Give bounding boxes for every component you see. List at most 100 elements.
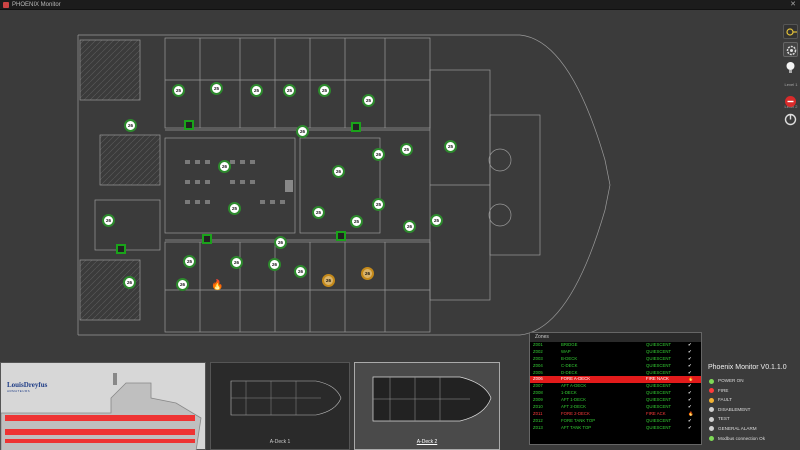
legend-label: FAULT [718, 397, 732, 403]
lightbulb-icon[interactable] [783, 60, 798, 75]
manual-call-point[interactable] [336, 231, 346, 241]
legend-label: TEST [718, 416, 730, 422]
detector-marker[interactable]: 26 [230, 256, 243, 269]
power-icon[interactable] [783, 112, 798, 127]
status-dot-icon [709, 388, 714, 394]
deck-plan[interactable]: 25 25 25 25 25 25 26 26 26 26 26 25 25 2… [0, 10, 780, 358]
detector-marker[interactable]: 25 [183, 255, 196, 268]
zone-name: AFT 1-DECK [561, 397, 586, 403]
detector-marker[interactable]: 25 [318, 84, 331, 97]
zone-name: WAP [561, 348, 571, 354]
legend-item: FAULT [704, 395, 800, 405]
zone-state: QUIESCENT [646, 362, 672, 368]
thumbnail-label: A-Deck 1 [269, 439, 291, 445]
detector-marker[interactable]: 25 [312, 206, 325, 219]
zone-state: QUIESCENT [646, 383, 672, 389]
detector-marker[interactable]: 26 [403, 220, 416, 233]
ship-profile-panel: LouisDreyfus ARMATEURS [0, 362, 206, 450]
check-icon: ✔ [688, 342, 692, 347]
detector-marker[interactable]: 25 [210, 82, 223, 95]
zone-state: FIRE ACK [646, 410, 666, 416]
status-dot-icon [709, 397, 714, 403]
detector-marker[interactable]: 26 [124, 119, 137, 132]
check-icon: ✔ [688, 348, 692, 354]
detector-marker[interactable]: 25 [372, 198, 385, 211]
legend-item: GENERAL ALARM [704, 424, 800, 434]
fire-alarm-icon[interactable]: 🔥 [211, 280, 224, 291]
deck-thumbnail-a-deck-2[interactable]: A-Deck 2 [354, 362, 500, 450]
zone-state: QUIESCENT [646, 342, 672, 347]
legend-item: DISABLEMENT [704, 405, 800, 415]
zone-id: Z010 [533, 404, 543, 410]
legend-label: FIRE [718, 387, 729, 393]
manual-call-point[interactable] [202, 234, 212, 244]
detector-marker[interactable]: 25 [430, 214, 443, 227]
manual-call-point[interactable] [116, 244, 126, 254]
detector-marker[interactable]: 25 [350, 215, 363, 228]
detector-marker[interactable]: 26 [102, 214, 115, 227]
detector-marker[interactable]: 26 [372, 148, 385, 161]
detector-marker-warning[interactable]: 26 [322, 274, 335, 287]
check-icon: ✔ [688, 404, 692, 410]
zone-id: Z002 [533, 348, 543, 354]
check-icon: ✔ [688, 355, 692, 361]
detector-marker[interactable]: 25 [400, 143, 413, 156]
deck-thumbnail-drawing [230, 380, 342, 416]
zone-id: Z009 [533, 397, 543, 403]
zone-name: AFT A-DECK [561, 383, 587, 389]
detector-marker[interactable]: 26 [274, 236, 287, 249]
detector-marker[interactable]: 25 [228, 202, 241, 215]
detector-marker[interactable]: 26 [218, 160, 231, 173]
detector-marker[interactable]: 26 [294, 265, 307, 278]
detector-marker[interactable]: 25 [250, 84, 263, 97]
zone-name: AFT TANK TOP [561, 424, 592, 430]
key-icon[interactable] [783, 24, 798, 39]
detector-marker[interactable]: 25 [283, 84, 296, 97]
alarm-stop-icon[interactable] [783, 94, 798, 109]
detector-marker[interactable]: 25 [444, 140, 457, 153]
detector-marker[interactable]: 26 [176, 278, 189, 291]
detector-marker[interactable]: 25 [362, 94, 375, 107]
status-dot-icon [709, 426, 714, 432]
detector-marker[interactable]: 26 [296, 125, 309, 138]
app-icon [3, 2, 9, 8]
brand-name: LouisDreyfus [7, 381, 48, 389]
gear-icon[interactable] [783, 42, 798, 57]
zone-state: QUIESCENT [646, 404, 672, 410]
manual-call-point[interactable] [351, 122, 361, 132]
legend-label: POWER ON [718, 378, 744, 383]
zone-id: Z004 [533, 362, 543, 368]
detector-marker[interactable]: 26 [268, 258, 281, 271]
brand-logo: LouisDreyfus ARMATEURS [7, 381, 62, 399]
zone-state: QUIESCENT [646, 397, 672, 403]
zone-state: QUIESCENT [646, 355, 672, 361]
fire-icon: 🔥 [688, 376, 694, 382]
legend-item: FIRE [704, 386, 800, 396]
zone-id: Z012 [533, 417, 543, 423]
check-icon: ✔ [688, 369, 692, 375]
detector-marker[interactable]: 26 [123, 276, 136, 289]
close-icon[interactable]: ✕ [790, 1, 796, 8]
deck-thumbnail-a-deck-1[interactable]: A-Deck 1 [210, 362, 350, 450]
manual-call-point[interactable] [184, 120, 194, 130]
zone-name: FORE TANK TOP [561, 417, 596, 423]
detector-marker[interactable]: 25 [172, 84, 185, 97]
detector-marker[interactable]: 26 [332, 165, 345, 178]
fire-icon: 🔥 [688, 410, 694, 416]
legend-item: POWER ON [704, 376, 800, 386]
detector-marker-warning[interactable]: 26 [361, 267, 374, 280]
